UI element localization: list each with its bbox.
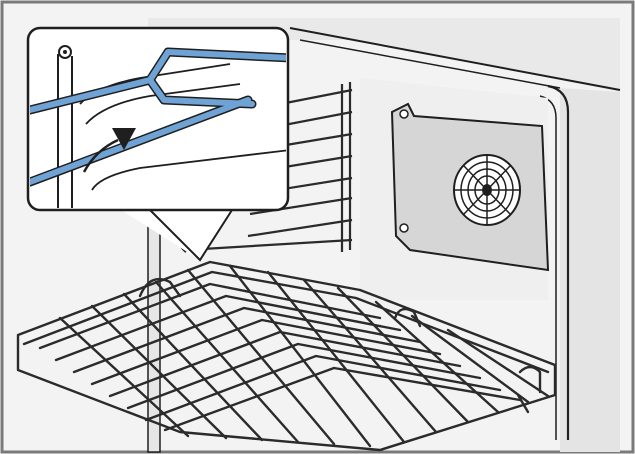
oven-ceiling-edge: [289, 27, 621, 91]
fan-icon: [453, 154, 521, 226]
callout-pointer-edges: [149, 209, 233, 262]
detail-callout: [26, 26, 290, 212]
wire-rack: [16, 260, 557, 452]
oven-right-wall: [560, 88, 620, 452]
oven-ceiling-edge-inner: [299, 39, 561, 89]
wire-rack-frame: [16, 260, 557, 452]
detail-rack-wires-highlight: [30, 49, 286, 185]
arrow-icon: [82, 128, 136, 173]
oven-door-seal: [547, 84, 570, 440]
oven-door-seal-inner: [539, 95, 557, 440]
detail-callout-box: [26, 26, 290, 212]
